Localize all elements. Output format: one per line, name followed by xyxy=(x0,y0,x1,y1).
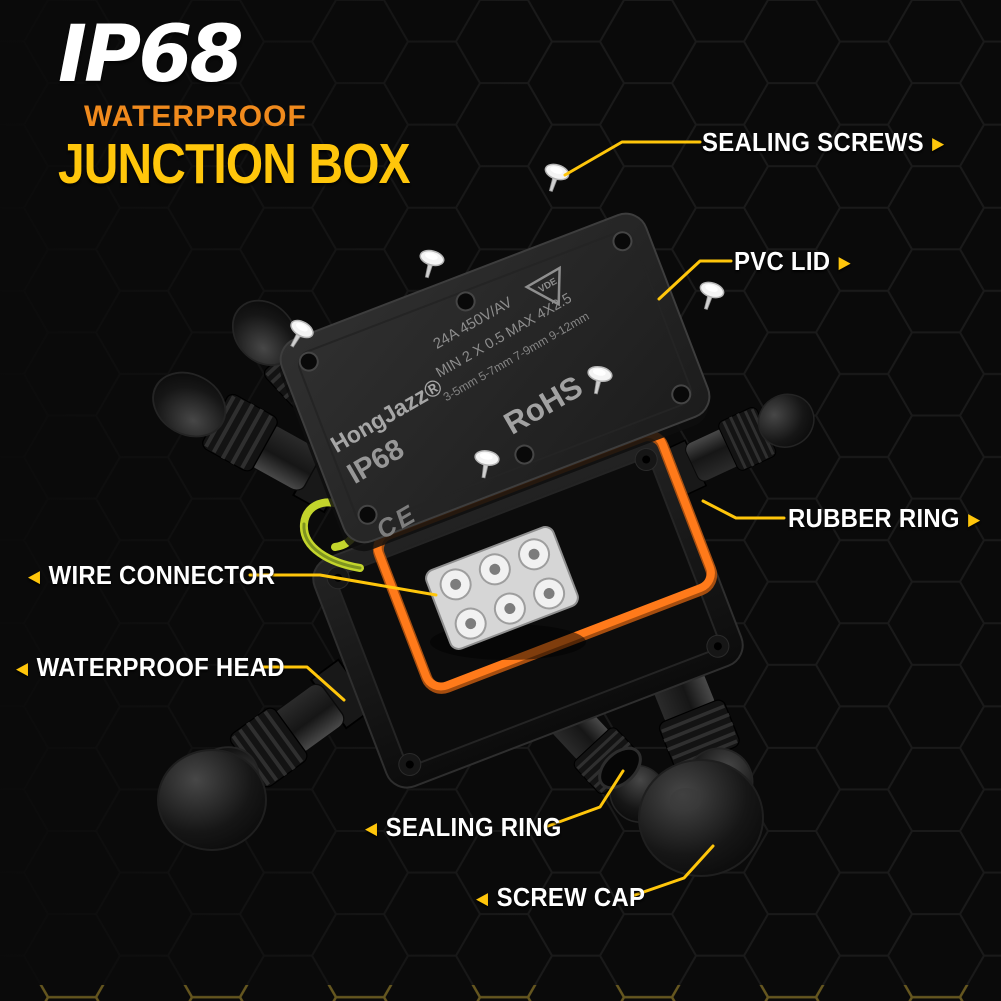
dome-highlight xyxy=(670,788,702,812)
callout-leader-lines xyxy=(248,140,786,898)
callout-sealing-ring: ◀ SEALING RING xyxy=(365,814,562,840)
callout-pvc-lid: PVC LID ▶ xyxy=(734,248,851,274)
leader-sealing-screws xyxy=(563,140,702,177)
leader-rubber-ring xyxy=(701,499,786,520)
callout-rubber-ring-label: RUBBER RING xyxy=(788,503,960,533)
title-block: IP68 WATERPROOF JUNCTION BOX xyxy=(58,10,477,196)
arrow-left-icon: ◀ xyxy=(28,566,41,586)
cable-glands xyxy=(139,285,825,877)
callout-waterproof-head: ◀ WATERPROOF HEAD xyxy=(16,654,285,680)
leader-sealing-ring xyxy=(546,769,625,828)
leader-screw-cap xyxy=(630,844,715,898)
arrow-right-icon: ▶ xyxy=(932,133,945,153)
callout-wire-connector-label: WIRE CONNECTOR xyxy=(48,560,276,590)
pvc-lid-part: HongJazz® IP68 24A 450V/AV MIN 2 X 0.5 M… xyxy=(279,212,711,552)
callout-screw-cap: ◀ SCREW CAP xyxy=(476,884,645,910)
sealing-ring-part xyxy=(598,746,642,790)
arrow-right-icon: ▶ xyxy=(968,509,981,529)
screw-cap-dome-lower-right xyxy=(638,759,764,877)
arrow-left-icon: ◀ xyxy=(16,658,29,678)
title-junction-box: JUNCTION BOX xyxy=(58,131,411,196)
leader-wire-connector xyxy=(248,573,438,597)
arrow-right-icon: ▶ xyxy=(838,252,851,272)
arrow-left-icon: ◀ xyxy=(476,888,489,908)
lid-screw-holes xyxy=(298,231,692,525)
callout-sealing-screws-label: SEALING SCREWS xyxy=(702,127,924,157)
callout-rubber-ring: RUBBER RING ▶ xyxy=(788,505,980,531)
title-waterproof: WATERPROOF xyxy=(84,99,307,133)
callout-screw-cap-label: SCREW CAP xyxy=(496,882,646,912)
hexagon-gold-strip xyxy=(0,985,1001,1001)
wire-connector-part xyxy=(425,526,586,660)
callout-wire-connector: ◀ WIRE CONNECTOR xyxy=(28,562,275,588)
callout-sealing-ring-label: SEALING RING xyxy=(385,812,562,842)
leader-waterproof-head xyxy=(260,665,346,702)
leader-pvc-lid xyxy=(657,259,733,301)
arrow-left-icon: ◀ xyxy=(365,818,378,838)
callout-waterproof-head-label: WATERPROOF HEAD xyxy=(36,652,285,682)
callout-sealing-screws: SEALING SCREWS ▶ xyxy=(702,129,944,155)
screw-cap-dome-lower-left xyxy=(157,749,267,851)
callout-pvc-lid-label: PVC LID xyxy=(734,246,831,276)
title-ip-rating: IP68 xyxy=(58,10,244,100)
